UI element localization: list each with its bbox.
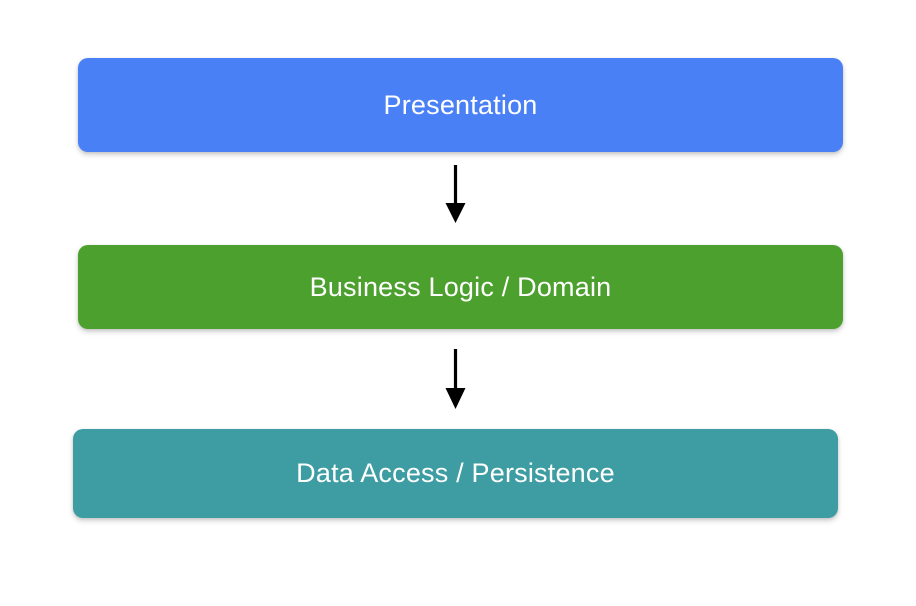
layer-box-presentation[interactable]: Presentation xyxy=(78,58,843,152)
layer-label-business-logic: Business Logic / Domain xyxy=(309,271,612,302)
layer-box-data-access[interactable]: Data Access / Persistence xyxy=(73,429,838,518)
layer-label-data-access: Data Access / Persistence xyxy=(296,458,615,488)
layer-box-business-logic[interactable]: Business Logic / Domain xyxy=(78,245,843,329)
layer-label-presentation: Presentation xyxy=(383,89,538,120)
